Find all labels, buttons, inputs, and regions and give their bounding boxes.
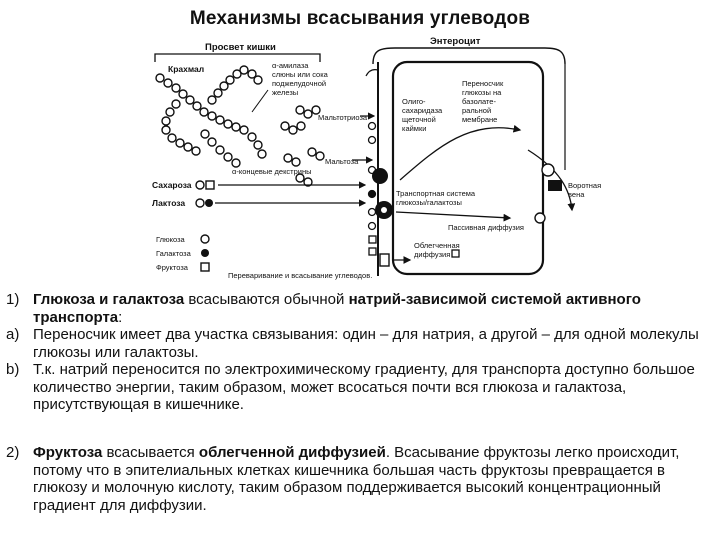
lactose-galactose xyxy=(205,199,213,207)
list-item-b: b) Т.к. натрий переносится по электрохим… xyxy=(6,361,706,414)
brush-border-enzyme xyxy=(372,168,388,184)
lumen-bracket xyxy=(154,53,321,62)
lactose-glucose xyxy=(195,198,205,208)
item-number: 1) xyxy=(6,291,20,308)
figure-caption: Переваривание и всасывание углеводов. xyxy=(228,271,372,280)
passive-diffusion-label: Пассивная диффузия xyxy=(448,223,524,232)
portal-vein-label: Воротная вена xyxy=(568,181,603,199)
dextrins-label: α-концевые декстрины xyxy=(232,167,312,176)
facilitated-diffusion-carrier xyxy=(379,253,390,267)
transport-system-label: Транспортная система глюкозы/галактозы xyxy=(396,189,477,207)
basolateral-carrier-label: Переносчик глюкозы на базолате- ральной … xyxy=(462,79,505,124)
legend-fructose-symbol xyxy=(200,262,210,272)
list-item-a: a) Переносчик имеет два участка связыван… xyxy=(6,326,706,361)
item-2-bold-term-2: облегченной диффузией xyxy=(198,444,386,461)
maltotriose-label: Мальтотриоза xyxy=(318,113,368,122)
item-1-bold-term: Глюкоза и галактоза xyxy=(33,291,185,308)
item-number: 2) xyxy=(6,444,20,461)
item-1-bold-term-2: натрий-зависимой системой активного тран… xyxy=(33,291,641,326)
item-letter: b) xyxy=(6,361,20,378)
sucrose-label: Сахароза xyxy=(152,180,192,190)
amylase-label: α-амилаза слюны или сока поджелудочной ж… xyxy=(272,61,330,97)
basolateral-carrier xyxy=(541,163,555,177)
lumen-label: Просвет кишки xyxy=(205,42,276,53)
maltose-molecules xyxy=(283,147,325,187)
item-letter: a) xyxy=(6,326,20,343)
starch-chain xyxy=(155,65,267,168)
lactose-label: Лактоза xyxy=(152,198,185,208)
legend-galactose-symbol xyxy=(201,249,209,257)
list-item-1: 1) Глюкоза и галактоза всасываются обычн… xyxy=(6,291,706,326)
legend-glucose-symbol xyxy=(200,234,210,244)
item-b-text: Т.к. натрий переносится по электрохимиче… xyxy=(33,361,695,413)
portal-vein-square xyxy=(548,180,562,191)
item-2-middle: всасывается xyxy=(102,444,199,461)
legend-glucose-label: Глюкоза xyxy=(156,235,186,244)
item-1-middle: всасываются обычной xyxy=(184,291,349,308)
absorption-diagram: Просвет кишки Энтероцит Крахмал α-амилаз… xyxy=(0,30,720,280)
oligosaccharidase-label: Олиго- сахаридаза щеточной каймки xyxy=(402,97,444,133)
list-item-2: 2) Фруктоза всасывается облегченной дифф… xyxy=(6,444,706,514)
page-title: Механизмы всасывания углеводов xyxy=(189,8,531,29)
legend-galactose-label: Галактоза xyxy=(156,249,192,258)
legend: Глюкоза Галактоза Фруктоза xyxy=(156,234,210,272)
item-1-end: : xyxy=(118,308,123,326)
monosaccharides-brush-border xyxy=(367,121,377,256)
sucrose-fructose xyxy=(205,180,215,190)
item-2-bold-term: Фруктоза xyxy=(33,444,103,461)
enterocyte-label: Энтероцит xyxy=(430,36,481,47)
enterocyte-top-bracket xyxy=(372,47,566,65)
glucose-galactose-section: 1) Глюкоза и галактоза всасываются обычн… xyxy=(6,291,706,414)
legend-fructose-label: Фруктоза xyxy=(156,263,189,272)
facilitated-diffusion-label: Облегченная диффузия xyxy=(414,241,462,259)
item-a-text: Переносчик имеет два участка связывания:… xyxy=(33,326,699,361)
fructose-section: 2) Фруктоза всасывается облегченной дифф… xyxy=(6,444,706,514)
maltotriose-molecules xyxy=(280,105,321,135)
item-2-end: . Всасывание фруктозы легко происходит, … xyxy=(33,444,680,514)
maltose-label: Мальтоза xyxy=(325,157,359,166)
sucrose-glucose xyxy=(195,180,205,190)
starch-label: Крахмал xyxy=(168,64,204,74)
